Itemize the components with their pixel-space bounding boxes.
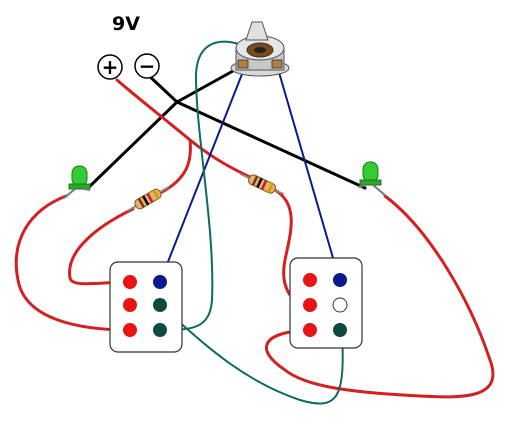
minus-terminal-icon: −	[134, 53, 160, 79]
left-switch-body	[109, 261, 183, 353]
blue-wire-jack-to-left-switch	[159, 63, 247, 283]
green-wire-jack-to-left-switch	[159, 40, 246, 331]
left-dpdt-switch-icon	[109, 261, 183, 353]
red-wire-to-left-resistor	[160, 138, 192, 194]
right-switch-pin-empty-middle	[332, 297, 348, 313]
red-wire-left-resistor-to-switch	[68, 207, 135, 286]
black-wire-junction-to-jack	[175, 64, 244, 104]
green-wire-left-to-right-switch	[159, 304, 344, 405]
left-switch-pin-red-bottom	[123, 323, 137, 337]
black-wire-junction-to-right-led	[175, 100, 367, 190]
left-switch-pin-green-bottom	[153, 323, 167, 337]
left-resistor-icon	[126, 186, 170, 212]
right-switch-pin-blue-top	[333, 273, 347, 287]
right-dpdt-switch-icon	[289, 257, 363, 349]
plus-terminal-icon: +	[97, 54, 123, 80]
red-wire-right-led-loop	[265, 194, 495, 399]
blue-wire-jack-to-right-switch	[275, 61, 341, 283]
plus-terminal-symbol: +	[102, 55, 119, 79]
battery: 9V + −	[97, 13, 160, 80]
left-switch-pin-red-top	[123, 275, 137, 289]
red-wire-left-led-loop	[14, 194, 132, 332]
black-wire-junction-to-left-led	[86, 100, 179, 190]
battery-voltage-label: 9V	[112, 13, 140, 35]
left-switch-pin-red-middle	[123, 298, 137, 312]
right-resistor-icon	[239, 172, 285, 196]
left-switch-pin-green-middle	[153, 298, 167, 312]
right-switch-pin-red-bottom	[303, 323, 317, 337]
right-switch-pin-green-bottom	[333, 323, 347, 337]
red-wire-positive-to-resistors	[115, 78, 254, 180]
right-switch-body	[289, 257, 363, 349]
wires	[14, 40, 495, 405]
left-switch-pin-blue-top	[153, 275, 167, 289]
audio-jack-icon	[230, 21, 290, 77]
right-switch-pin-red-top	[303, 273, 317, 287]
right-switch-pin-red-middle	[303, 298, 317, 312]
right-led-icon	[357, 161, 387, 197]
minus-terminal-symbol: −	[139, 54, 156, 78]
left-led-icon	[63, 165, 91, 199]
